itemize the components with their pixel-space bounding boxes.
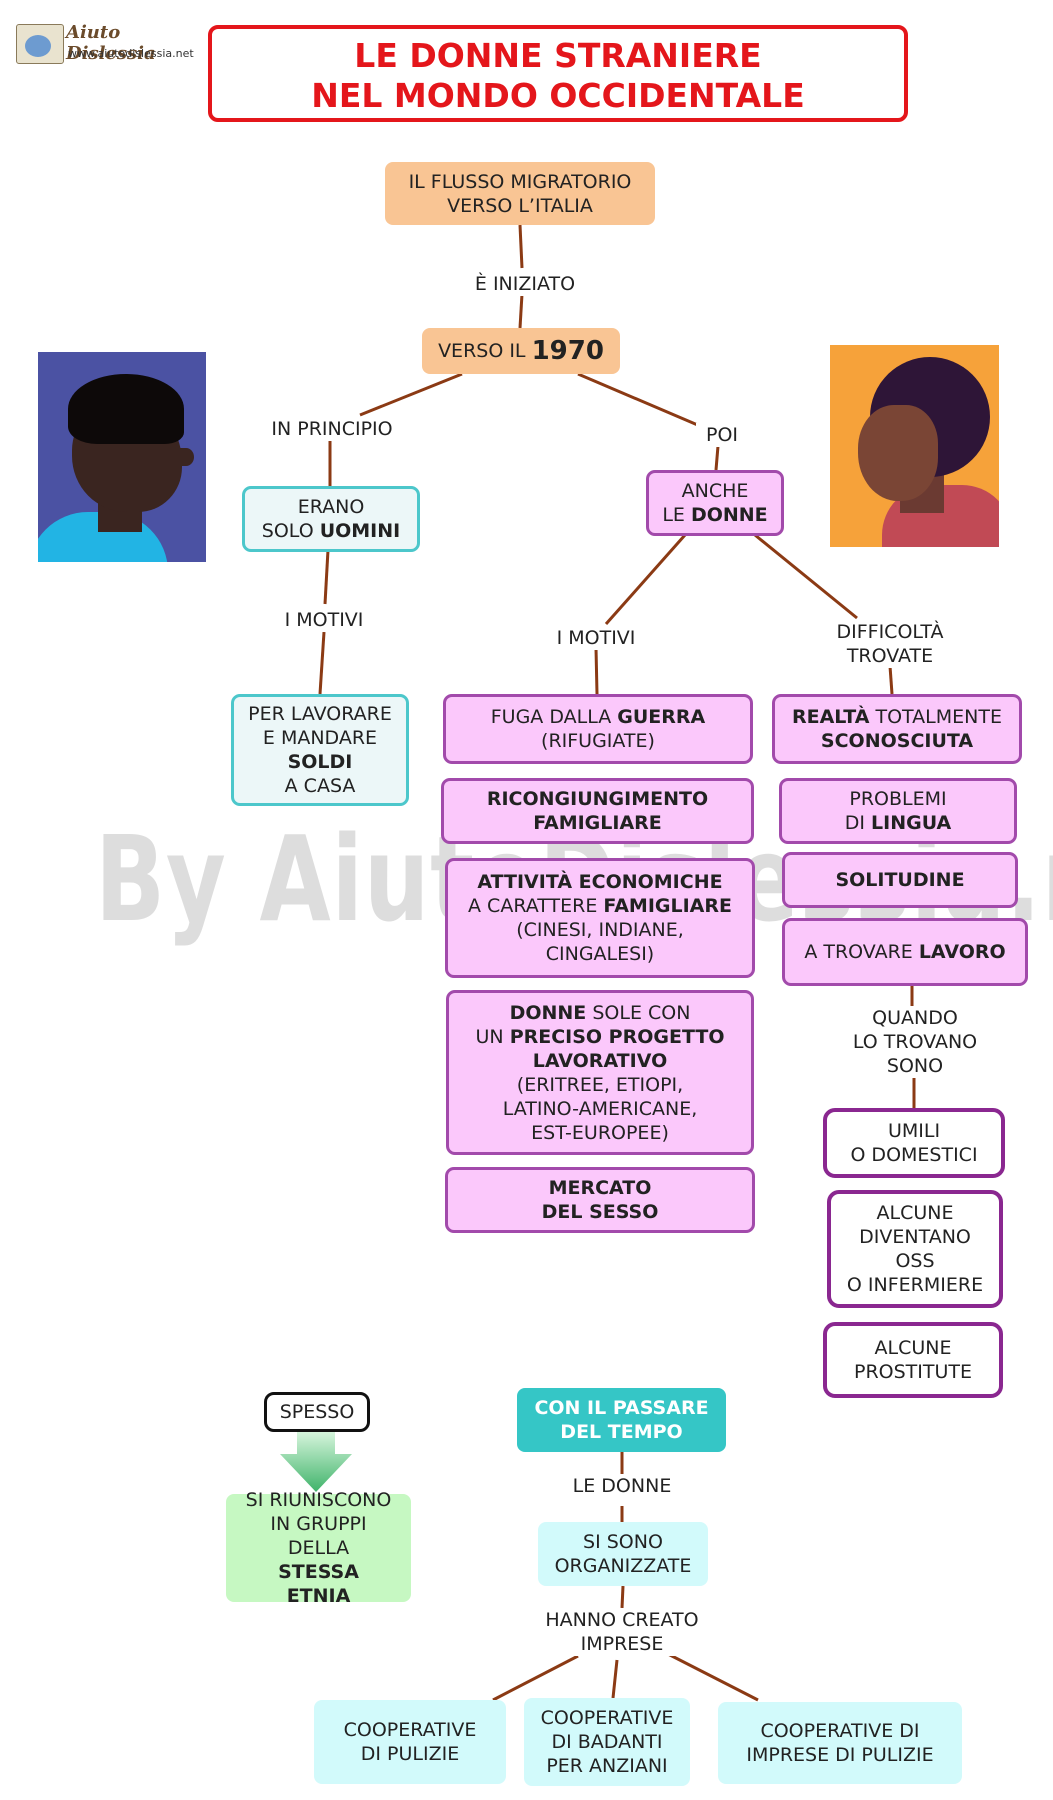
page-title-line1: LE DONNE STRANIERE xyxy=(354,36,762,75)
woman-portrait-image xyxy=(830,345,999,547)
work-money-bold: SOLDI xyxy=(287,751,353,773)
women-too-node: ANCHE LE DONNE xyxy=(646,470,784,536)
page-title-line2: NEL MONDO OCCIDENTALE xyxy=(311,76,805,115)
difficulties-label: DIFFICOLTÀ TROVATE xyxy=(815,620,965,668)
logo-book-icon xyxy=(16,24,64,64)
year-node-prefix: VERSO IL xyxy=(438,340,532,362)
work-project-node: DONNE SOLE CON UN PRECISO PROGETTO LAVOR… xyxy=(446,990,754,1155)
the-women-label: LE DONNE xyxy=(562,1474,682,1498)
year-node-year: 1970 xyxy=(531,336,604,366)
logo-url: www.aiutodislessia.net xyxy=(68,47,194,60)
war-escape-node: FUGA DALLA GUERRA (RIFUGIATE) xyxy=(443,694,753,764)
cleaning-business-coop-node: COOPERATIVE DI IMPRESE DI PULIZIE xyxy=(718,1702,962,1784)
cleaning-coop-node: COOPERATIVE DI PULIZIE xyxy=(314,1700,506,1784)
language-problems-node: PROBLEMI DI LINGUA xyxy=(779,778,1017,844)
only-men-line2: SOLO UOMINI xyxy=(261,520,401,542)
logo-name: Aiuto Dislessia xyxy=(66,22,156,64)
only-men-node: ERANO SOLO UOMINI xyxy=(242,486,420,552)
oss-nurse-node: ALCUNE DIVENTANO OSS O INFERMIERE xyxy=(827,1190,1003,1308)
family-business-node: ATTIVITÀ ECONOMICHE A CARATTERE FAMIGLIA… xyxy=(445,858,755,978)
loneliness-node: SOLITUDINE xyxy=(782,852,1018,908)
arrow-down-icon xyxy=(280,1432,352,1492)
poi-label: POI xyxy=(696,423,748,447)
title-box: LE DONNE STRANIERE NEL MONDO OCCIDENTALE xyxy=(208,25,908,122)
finding-work-node: A TROVARE LAVORO xyxy=(782,918,1028,986)
right-reasons-label: I MOTIVI xyxy=(544,626,648,650)
family-reunification-node: RICONGIUNGIMENTO FAMIGLIARE xyxy=(441,778,754,844)
prostitutes-node: ALCUNE PROSTITUTE xyxy=(823,1322,1003,1398)
organized-node: SI SONO ORGANIZZATE xyxy=(538,1522,708,1586)
humble-jobs-node: UMILI O DOMESTICI xyxy=(823,1108,1005,1178)
when-found-label: QUANDO LO TROVANO SONO xyxy=(840,1006,990,1078)
man-portrait-image xyxy=(38,352,206,562)
unknown-reality-node: REALTÀ TOTALMENTE SCONOSCIUTA xyxy=(772,694,1022,764)
women-too-line2: LE DONNE xyxy=(662,504,768,526)
work-money-node: PER LAVORARE E MANDARE SOLDI A CASA xyxy=(231,694,409,806)
often-node: SPESSO xyxy=(264,1392,370,1432)
left-reasons-label: I MOTIVI xyxy=(272,608,376,632)
caregiver-coop-node: COOPERATIVE DI BADANTI PER ANZIANI xyxy=(524,1698,690,1786)
migration-flow-node: IL FLUSSO MIGRATORIO VERSO L’ITALIA xyxy=(385,162,655,225)
only-men-line1: ERANO xyxy=(297,496,365,518)
women-too-line1: ANCHE xyxy=(681,480,749,502)
sex-market-node: MERCATO DEL SESSO xyxy=(445,1167,755,1233)
work-money-line1: PER LAVORARE E MANDARE xyxy=(248,703,392,749)
started-label: È INIZIATO xyxy=(462,272,588,296)
same-ethnicity-node: SI RIUNISCONO IN GRUPPI DELLA STESSA ETN… xyxy=(226,1489,411,1607)
year-node: VERSO IL 1970 xyxy=(422,328,620,374)
work-money-line2: A CASA xyxy=(284,775,356,797)
created-business-label: HANNO CREATO IMPRESE xyxy=(530,1608,714,1656)
logo[interactable]: Aiuto Dislessia www.aiutodislessia.net xyxy=(16,22,196,66)
over-time-node: CON IL PASSARE DEL TEMPO xyxy=(517,1388,726,1452)
in-principio-label: IN PRINCIPIO xyxy=(258,417,406,441)
